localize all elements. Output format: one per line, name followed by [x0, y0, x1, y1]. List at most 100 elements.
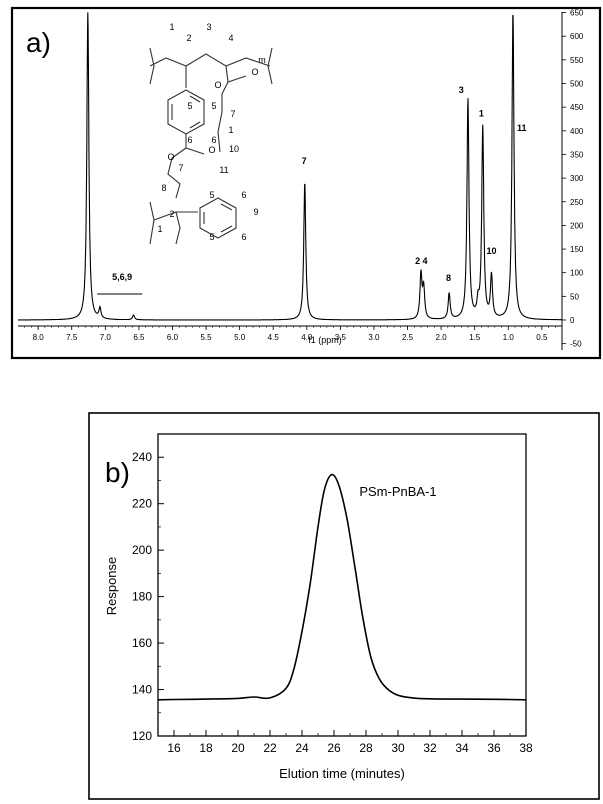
nmr-x-tick-label: 5.5: [200, 333, 212, 342]
nmr-peak-label: 11: [517, 123, 527, 133]
nmr-y-tick-label: 100: [570, 269, 584, 278]
nmr-x-tick-label: 1.5: [469, 333, 481, 342]
structure-backbone-2: [153, 211, 181, 245]
nmr-peak-label: 5,6,9: [112, 272, 132, 282]
gpc-y-tick-label: 160: [132, 636, 152, 650]
structure-atom-label: O: [251, 67, 258, 77]
nmr-x-tick-label: 4.5: [268, 333, 280, 342]
nmr-y-tick-label: 300: [570, 174, 584, 183]
structure-atom-label: 5: [187, 101, 192, 111]
nmr-y-tick-label: 0: [570, 316, 575, 325]
nmr-peak-label: 8: [446, 273, 451, 283]
gpc-x-tick-label: 36: [487, 741, 501, 755]
structure-atom-label: O: [214, 80, 221, 90]
gpc-y-tick-label: 140: [132, 683, 152, 697]
gpc-x-tick-label: 18: [199, 741, 213, 755]
nmr-y-tick-label: 400: [570, 127, 584, 136]
structure-atom-label: O: [167, 152, 174, 162]
chemical-structure: [149, 47, 273, 245]
nmr-peak-label: 10: [486, 246, 496, 256]
nmr-y-tick-label: 550: [570, 56, 584, 65]
nmr-y-axis: -500501001502002503003504004505005506006…: [561, 9, 584, 350]
structure-atom-label: 1: [169, 22, 174, 32]
panel-a-label: a): [26, 27, 51, 58]
nmr-y-tick-label: 150: [570, 245, 584, 254]
gpc-y-tick-label: 200: [132, 543, 152, 557]
gpc-y-tick-label: 240: [132, 450, 152, 464]
gpc-trace-line: [157, 473, 527, 701]
nmr-x-tick-label: 7.0: [100, 333, 112, 342]
gpc-x-tick-label: 32: [423, 741, 437, 755]
gpc-x-tick-label: 38: [519, 741, 533, 755]
structure-atom-label: 7: [178, 163, 183, 173]
nmr-peak-label: 4: [422, 256, 427, 266]
structure-aromatic-bonds-2: [203, 203, 233, 233]
nmr-y-tick-label: 200: [570, 221, 584, 230]
structure-atom-label: 6: [241, 190, 246, 200]
gpc-x-tick-label: 16: [167, 741, 181, 755]
gpc-y-axis-title: Response: [104, 557, 119, 616]
nmr-x-tick-label: 3.0: [368, 333, 380, 342]
nmr-x-tick-label: 7.5: [66, 333, 78, 342]
structure-atom-label: 3: [206, 22, 211, 32]
nmr-y-tick-label: 500: [570, 80, 584, 89]
gpc-y-tick-label: 180: [132, 590, 152, 604]
structure-atom-label: m: [258, 55, 266, 65]
structure-atom-label: 6: [241, 232, 246, 242]
nmr-y-tick-label: 50: [570, 292, 579, 301]
gpc-x-tick-label: 20: [231, 741, 245, 755]
structure-atom-label: 6: [187, 135, 192, 145]
structure-atom-label: O: [208, 145, 215, 155]
structure-atom-label: 6: [211, 135, 216, 145]
structure-atom-label: 9: [253, 207, 258, 217]
nmr-x-tick-label: 6.0: [167, 333, 179, 342]
gpc-x-tick-label: 26: [327, 741, 341, 755]
gpc-x-tick-label: 30: [391, 741, 405, 755]
nmr-panel-frame: [10, 6, 602, 360]
structure-atom-label: 8: [161, 183, 166, 193]
structure-atom-label: 5: [209, 232, 214, 242]
nmr-x-tick-label: 5.0: [234, 333, 246, 342]
nmr-peak-label: 1: [479, 109, 484, 119]
nmr-peak-label: 7: [302, 156, 307, 166]
nmr-y-tick-label: 600: [570, 32, 584, 41]
structure-backbone: [149, 53, 271, 67]
gpc-y-tick-label: 120: [132, 729, 152, 743]
gpc-legend-label: PSm-PnBA-1: [359, 484, 436, 499]
structure-atom-label: 10: [229, 144, 239, 154]
gpc-y-tick-label: 220: [132, 497, 152, 511]
structure-aromatic-bonds: [171, 95, 201, 129]
structure-atom-label: 5: [209, 190, 214, 200]
nmr-y-tick-label: 250: [570, 198, 584, 207]
gpc-x-tick-label: 34: [455, 741, 469, 755]
gpc-plot-frame: [157, 433, 527, 737]
nmr-x-axis-title: f1 (ppm): [308, 335, 342, 345]
nmr-peak-label: 2: [415, 256, 420, 266]
structure-atom-label: 11: [219, 165, 228, 175]
structure-atom-label: 1: [228, 125, 233, 135]
panel-b-label: b): [105, 457, 130, 488]
structure-atom-label: 5: [211, 101, 216, 111]
gpc-plot: [157, 473, 527, 701]
nmr-x-tick-label: 3.5: [335, 333, 347, 342]
nmr-x-tick-label: 8.0: [33, 333, 45, 342]
structure-benzene-ring-2: [199, 197, 237, 239]
structure-alkyl-chain: [217, 81, 229, 153]
nmr-x-tick-label: 0.5: [536, 333, 548, 342]
gpc-x-axis-title: Elution time (minutes): [279, 766, 405, 781]
structure-atom-label: 7: [230, 109, 235, 119]
nmr-y-tick-label: 450: [570, 103, 584, 112]
structure-bracket-right: [267, 47, 273, 85]
nmr-y-tick-label: -50: [570, 340, 582, 349]
gpc-x-tick-label: 28: [359, 741, 373, 755]
structure-bracket-left: [149, 47, 155, 85]
gpc-x-tick-label: 24: [295, 741, 309, 755]
structure-atom-label: 4: [228, 33, 233, 43]
nmr-peak-label: 3: [459, 85, 464, 95]
nmr-x-tick-label: 6.5: [133, 333, 145, 342]
structure-ester-chain: [167, 134, 205, 199]
